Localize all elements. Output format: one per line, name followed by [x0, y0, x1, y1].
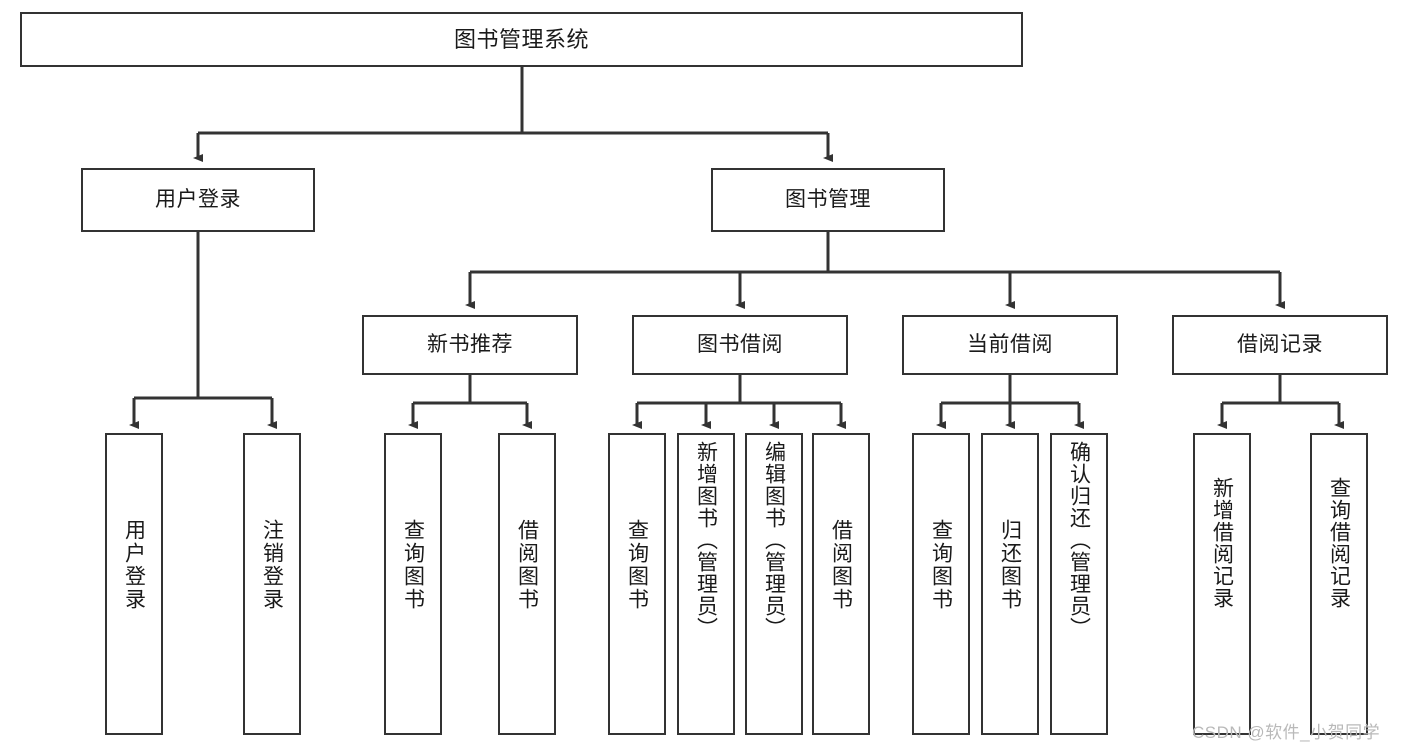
node-label: 图书借阅	[697, 332, 783, 356]
node-label: 图书管理系统	[453, 26, 589, 52]
node-current-borrow[interactable]: 当前借阅	[902, 315, 1118, 375]
node-user-login[interactable]: 用户登录	[81, 168, 315, 232]
node-label: 查询图书	[401, 519, 425, 611]
node-root-book-management-system[interactable]: 图书管理系统	[20, 12, 1023, 67]
node-label: 归还图书	[998, 519, 1022, 611]
node-label: 新增借阅记录	[1210, 477, 1234, 609]
leaf-borrow-book[interactable]: 借阅图书	[812, 433, 870, 735]
leaf-confirm-return-admin[interactable]: 确认归还（管理员）	[1050, 433, 1108, 735]
leaf-logout-login[interactable]: 注销登录	[243, 433, 301, 735]
node-book-borrow[interactable]: 图书借阅	[632, 315, 848, 375]
node-label: 借阅图书	[829, 519, 853, 611]
node-label: 确认归还（管理员）	[1067, 441, 1091, 639]
leaf-add-book-admin[interactable]: 新增图书（管理员）	[677, 433, 735, 735]
node-label: 新书推荐	[427, 332, 513, 356]
leaf-user-login[interactable]: 用户登录	[105, 433, 163, 735]
node-label: 查询图书	[625, 519, 649, 611]
leaf-borrow-book-recommend[interactable]: 借阅图书	[498, 433, 556, 735]
leaf-query-borrow-record[interactable]: 查询借阅记录	[1310, 433, 1368, 735]
leaf-return-book[interactable]: 归还图书	[981, 433, 1039, 735]
node-label: 编辑图书（管理员）	[762, 441, 786, 639]
node-label: 新增图书（管理员）	[694, 441, 718, 639]
node-label: 注销登录	[260, 519, 284, 611]
node-label: 用户登录	[155, 187, 241, 211]
node-new-book-recommend[interactable]: 新书推荐	[362, 315, 578, 375]
csdn-watermark: CSDN @软件_小贺同学	[1192, 723, 1381, 742]
leaf-edit-book-admin[interactable]: 编辑图书（管理员）	[745, 433, 803, 735]
node-label: 当前借阅	[967, 332, 1053, 356]
node-label: 查询借阅记录	[1327, 477, 1351, 609]
node-label: 借阅记录	[1237, 332, 1323, 356]
node-label: 查询图书	[929, 519, 953, 611]
node-label: 用户登录	[122, 519, 146, 611]
leaf-add-borrow-record[interactable]: 新增借阅记录	[1193, 433, 1251, 735]
node-label: 图书管理	[785, 187, 871, 211]
node-book-management[interactable]: 图书管理	[711, 168, 945, 232]
leaf-query-book-recommend[interactable]: 查询图书	[384, 433, 442, 735]
leaf-query-book-borrow[interactable]: 查询图书	[608, 433, 666, 735]
node-label: 借阅图书	[515, 519, 539, 611]
leaf-query-book-current[interactable]: 查询图书	[912, 433, 970, 735]
node-borrow-record[interactable]: 借阅记录	[1172, 315, 1388, 375]
